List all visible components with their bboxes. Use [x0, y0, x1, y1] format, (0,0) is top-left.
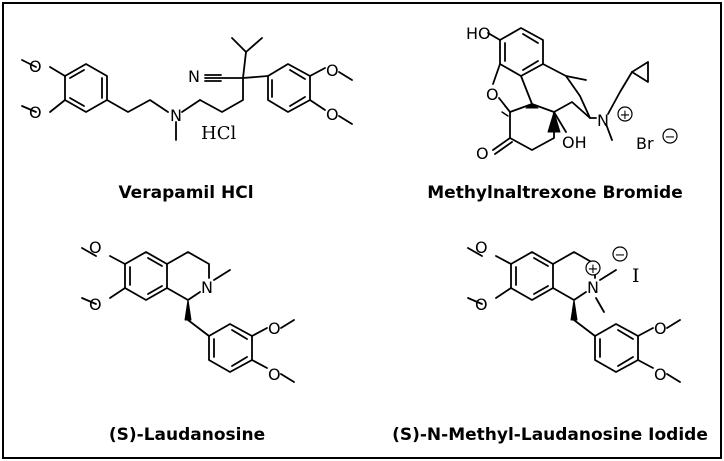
verapamil-nitrile-n-label: N — [188, 67, 200, 86]
methylnaltrexone-plus-label: + — [620, 108, 631, 123]
nml-o4-label: O — [654, 365, 667, 384]
methylnaltrexone-ring-o-label: O — [486, 85, 499, 104]
methylnaltrexone-ho-label: HO — [466, 24, 491, 43]
methylnaltrexone-caption: Methylnaltrexone Bromide — [427, 183, 682, 203]
methylnaltrexone-br-label: Br — [636, 134, 654, 153]
verapamil-o4-label: O — [326, 105, 339, 124]
laudanosine-o4-label: O — [268, 365, 281, 384]
laudanosine-o2-label: O — [89, 295, 102, 314]
methylnaltrexone-n-label: N — [597, 111, 609, 130]
nml-o2-label: O — [475, 295, 488, 314]
nml-minus-label: − — [615, 248, 626, 263]
methylnaltrexone-structure: HO O N + OH O Br − Methylnaltrexone Brom… — [427, 24, 682, 203]
laudanosine-caption: (S)-Laudanosine — [109, 425, 265, 445]
verapamil-o1-label: O — [29, 57, 42, 76]
n-methyl-laudanosine-structure: O O N + − I O O (S)-N-Methyl-Laudanosine… — [392, 238, 708, 445]
laudanosine-o1-label: O — [89, 238, 102, 257]
laudanosine-o3-label: O — [268, 319, 281, 338]
nml-o1-label: O — [475, 238, 488, 257]
laudanosine-n-label: N — [201, 278, 213, 297]
nml-iodide-label: I — [632, 265, 640, 287]
verapamil-n-label: N — [170, 106, 182, 125]
nml-n-label: N — [587, 278, 599, 297]
methylnaltrexone-oh-label: OH — [562, 133, 587, 152]
methylnaltrexone-ketone-label: O — [476, 144, 489, 163]
methylnaltrexone-minus-label: − — [665, 130, 676, 145]
n-methyl-laudanosine-caption: (S)-N-Methyl-Laudanosine Iodide — [392, 425, 708, 445]
verapamil-hcl-label: HCl — [201, 123, 236, 144]
verapamil-caption: Verapamil HCl — [118, 183, 253, 203]
laudanosine-structure: O O N O O (S)-Laudanosine — [81, 238, 295, 445]
verapamil-o3-label: O — [326, 61, 339, 80]
verapamil-o2-label: O — [29, 103, 42, 122]
nml-o3-label: O — [654, 319, 667, 338]
nml-plus-label: + — [588, 262, 599, 277]
verapamil-structure: O O N N HCl O O Verapamil HCl — [21, 37, 353, 203]
